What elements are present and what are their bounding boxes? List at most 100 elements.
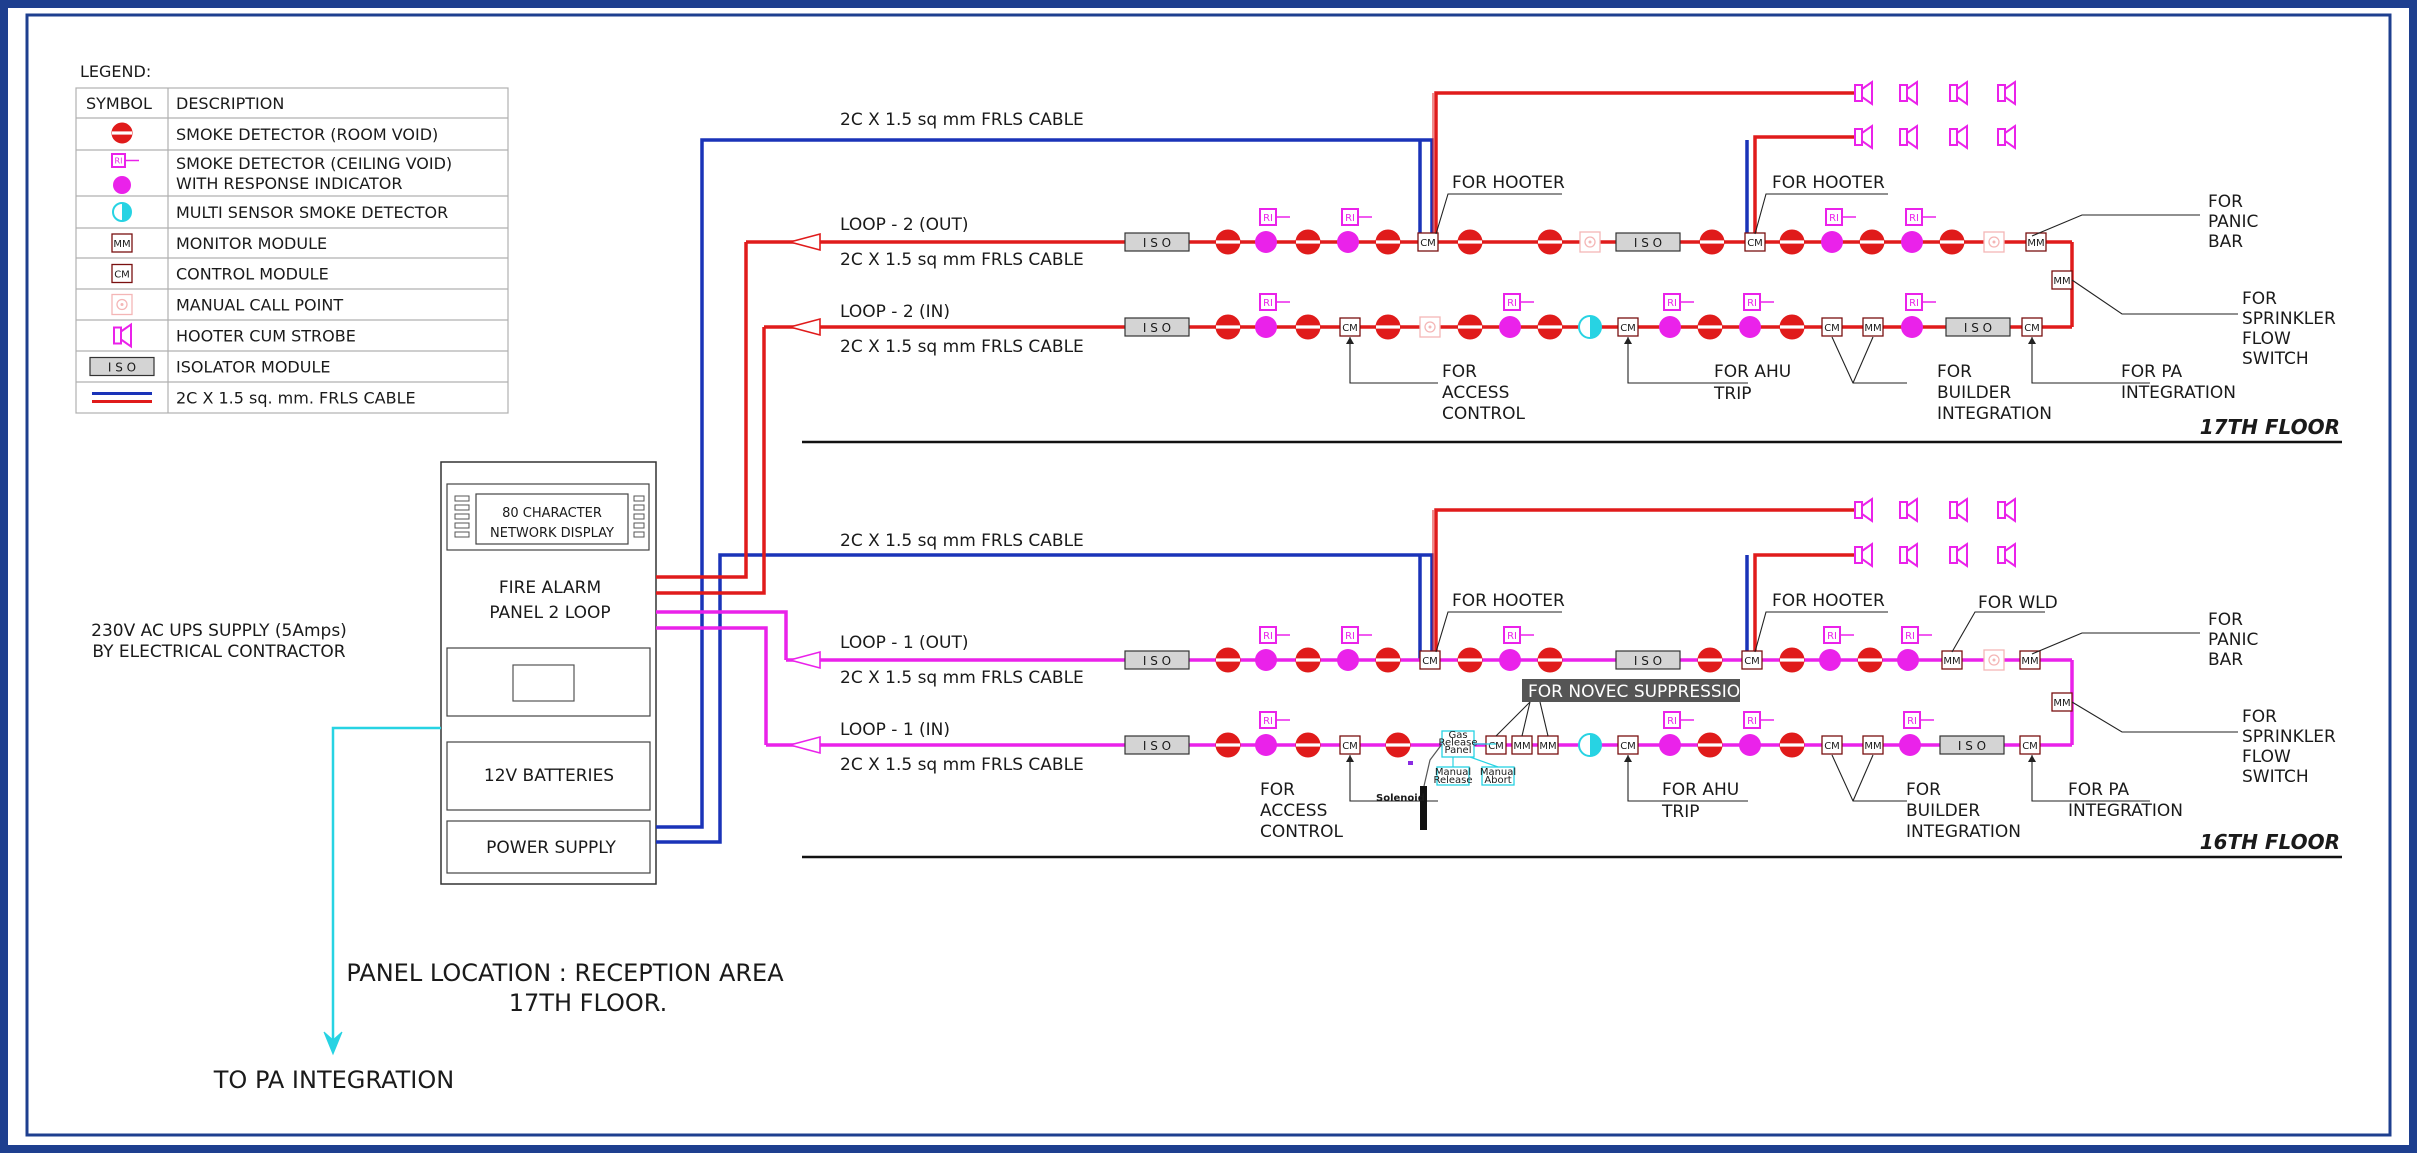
hooter-body: [1854, 501, 1863, 519]
control-module-code: CM: [1824, 741, 1840, 752]
access-arrow: [1346, 337, 1354, 344]
response-indicator: RI: [1743, 711, 1774, 729]
isolator-code: I S O: [108, 361, 136, 375]
legend-desc-monitor-module: MONITOR MODULE: [176, 234, 327, 253]
hooter-circuit-a: [1434, 508, 1855, 657]
pa-leader: [2031, 755, 2150, 802]
loop-in-cable-label: 2C X 1.5 sq mm FRLS CABLE: [840, 337, 1084, 357]
solenoid-cylinder: [1420, 786, 1427, 830]
hooter-horn: [1956, 497, 1968, 523]
response-indicator: RI: [1341, 626, 1372, 644]
return-monitor-module-code: MM: [2053, 698, 2070, 709]
floor-16-schematic: LOOP - 1 (OUT)2C X 1.5 sq mm FRLS CABLEL…: [766, 497, 2342, 859]
smoke-detector-room-void: [1295, 647, 1321, 673]
hooter-body: [1949, 84, 1958, 102]
indicator-code: RI: [115, 157, 123, 166]
control-module-code: CM: [2024, 323, 2040, 334]
panic-bar-note-line-3: BAR: [2208, 232, 2243, 252]
hooter-cum-strobe: [1949, 124, 1968, 150]
novec-leader-1: [1495, 701, 1531, 737]
response-indicator: RI: [111, 153, 139, 168]
smoke-detector-room-void: [1939, 229, 1965, 255]
isolator-box: [1615, 650, 1681, 670]
hooter-cum-strobe: [1949, 542, 1968, 568]
sprinkler-note-line-2: SPRINKLER: [2242, 309, 2336, 329]
isolator-code: I S O: [1958, 739, 1986, 753]
control-module: CM: [1821, 735, 1843, 755]
manual-abort-label-2: Abort: [1484, 775, 1511, 786]
control-module-box: [1821, 735, 1843, 755]
feeder-magenta-loop1-in: [656, 626, 768, 745]
hooter-note-leader-2: [1754, 611, 1888, 653]
hooter-cum-strobe: [1899, 497, 1918, 523]
monitor-module-code: MM: [1539, 741, 1556, 752]
legend-symbol-hooter-cum-strobe: [113, 322, 132, 349]
sprinkler-note-line-3: FLOW: [2242, 747, 2291, 767]
response-indicator: RI: [1259, 626, 1290, 644]
ahu-note-line-2: TRIP: [1713, 384, 1751, 404]
detector-band: [1296, 240, 1320, 244]
legend-title: LEGEND:: [80, 62, 151, 81]
access-leader: [1349, 755, 1438, 802]
legend-desc-hooter-cum-strobe: HOOTER CUM STROBE: [176, 327, 356, 346]
indicator-code: RI: [1263, 716, 1273, 727]
pa-arrow: [2028, 337, 2036, 344]
smoke-detector-room-void: [1857, 647, 1883, 673]
builder-note-line-2: BUILDER: [1937, 383, 2011, 403]
panel-name-line-2: PANEL 2 LOOP: [489, 603, 610, 623]
smoke-detector-ceiling-void: [1901, 231, 1923, 253]
isolator-code: I S O: [1143, 236, 1171, 250]
hooter-body: [113, 326, 122, 345]
control-module: CM: [1419, 650, 1441, 670]
legend-desc-control-module: CONTROL MODULE: [176, 265, 329, 284]
panel-display-key: [454, 495, 470, 502]
legend-desc-smoke-detector-ceiling-void-2: WITH RESPONSE INDICATOR: [176, 174, 402, 193]
response-indicator: RI: [1341, 208, 1372, 226]
novec-note-box: [1522, 679, 1740, 702]
hooter-horn: [1956, 542, 1968, 568]
mcp-dot: [1992, 240, 1996, 244]
manual-release-label-1: Manual: [1435, 767, 1471, 778]
manual-call-point: [111, 293, 133, 316]
floor-title: 17TH FLOOR: [2200, 415, 2340, 439]
control-module: CM: [1821, 317, 1843, 337]
hooter-body: [1899, 128, 1908, 146]
control-module-box: [1617, 317, 1639, 337]
panic-bar-note-line-2: PANIC: [2208, 212, 2258, 232]
control-module: CM: [1744, 232, 1766, 252]
sprinkler-note-line-4: SWITCH: [2242, 349, 2309, 369]
indicator-code: RI: [1827, 631, 1837, 642]
access-note-line-2: ACCESS: [1260, 801, 1327, 821]
isolator-box: [1615, 232, 1681, 252]
detector-band: [1538, 240, 1562, 244]
detector-band: [1698, 658, 1722, 662]
hooter-horn: [1861, 80, 1873, 106]
indicator-code: RI: [1263, 298, 1273, 309]
detector-band: [1376, 240, 1400, 244]
smoke-detector-room-void: [1295, 732, 1321, 758]
smoke-detector-room-void: [1375, 647, 1401, 673]
control-module-code: CM: [1824, 323, 1840, 334]
sprinkler-note-line-1: FOR: [2242, 707, 2277, 727]
return-monitor-module: MM: [2051, 692, 2073, 712]
isolator-box: [1124, 317, 1190, 337]
panic-bar-note-line-1: FOR: [2208, 192, 2243, 212]
response-indicator: RI: [1905, 208, 1936, 226]
mcp-ring: [116, 298, 128, 311]
control-module-code: CM: [1342, 323, 1358, 334]
detector-band: [1296, 325, 1320, 329]
feeder-blue-17-outer: [656, 138, 1434, 829]
panel-display-key: [633, 522, 645, 529]
legend-header-description: DESCRIPTION: [176, 94, 284, 113]
multi-sensor-half: [1590, 734, 1601, 756]
hooter-horn: [2004, 80, 2016, 106]
mcp-ring: [1988, 654, 2000, 666]
smoke-detector-ceiling-void: [1499, 649, 1521, 671]
control-module: CM: [2021, 317, 2043, 337]
loop-direction-arrow: [786, 650, 821, 670]
smoke-detector-room-void: [1215, 732, 1241, 758]
pa-integration-note: TO PA INTEGRATION: [213, 1066, 454, 1094]
